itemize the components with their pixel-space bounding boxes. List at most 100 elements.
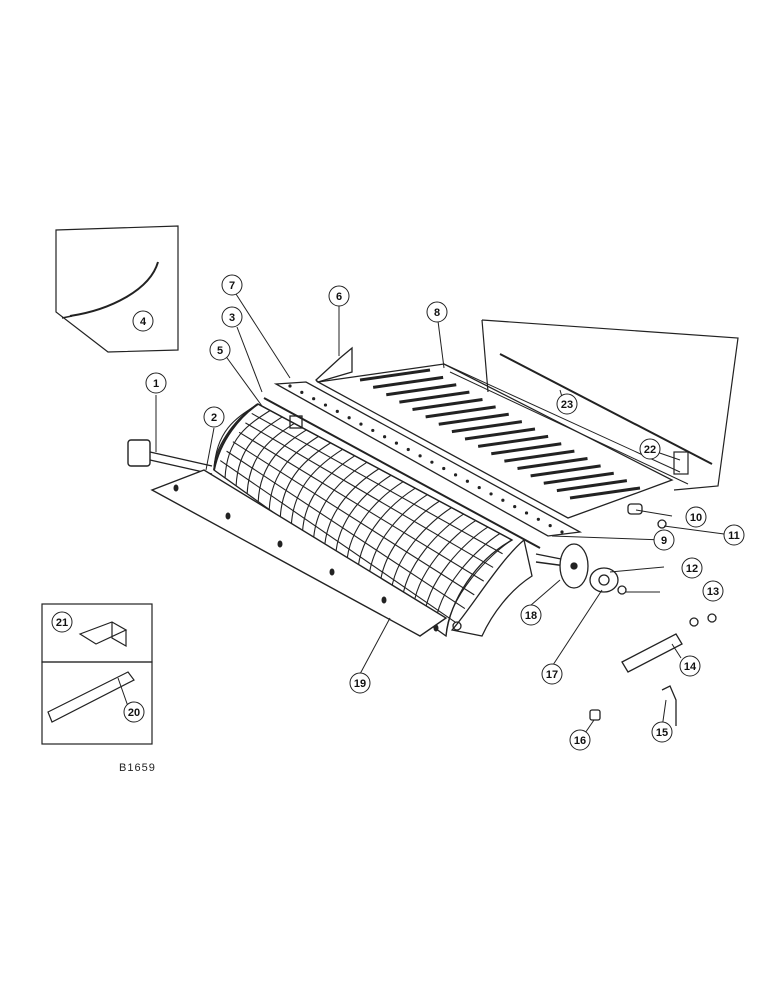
callout-21: 21 — [51, 611, 73, 633]
grate-bar — [368, 494, 428, 581]
plate-hole — [381, 596, 387, 604]
bar-hole — [465, 479, 469, 483]
slat — [425, 405, 496, 419]
grate-bar — [312, 461, 368, 542]
callout-16: 16 — [569, 729, 591, 751]
svg-text:3: 3 — [229, 312, 235, 324]
callout-5: 5 — [209, 339, 231, 361]
grate-bar — [290, 448, 343, 526]
slat — [517, 457, 588, 470]
callout-22: 22 — [639, 438, 661, 460]
bar-hole — [383, 435, 387, 439]
bar-hole — [418, 454, 422, 458]
svg-text:14: 14 — [684, 661, 697, 673]
callout-18: 18 — [520, 604, 542, 626]
svg-text:15: 15 — [656, 727, 668, 739]
bar-hole — [548, 524, 552, 528]
grate-bar — [346, 481, 404, 565]
shaft-1 — [127, 439, 567, 567]
bar-hole — [406, 447, 410, 452]
callout-11: 11 — [723, 524, 745, 546]
slat — [464, 427, 536, 441]
slat — [359, 368, 431, 382]
drawing-code: B1659 — [119, 762, 156, 774]
callout-1: 1 — [145, 372, 167, 394]
plate-hole — [277, 540, 283, 548]
callout-23: 23 — [556, 393, 578, 415]
callout-7: 7 — [221, 274, 243, 296]
plate-hole — [329, 568, 335, 576]
bar-hole — [430, 460, 434, 464]
callout-17: 17 — [541, 663, 563, 685]
angle-strip-6 — [315, 346, 353, 383]
plate-hole — [173, 484, 179, 492]
callout-6: 6 — [328, 285, 350, 307]
callout-4: 4 — [132, 310, 154, 332]
svg-text:4: 4 — [140, 316, 147, 328]
grate-bar — [401, 513, 464, 605]
panel-outline — [481, 319, 739, 491]
front-plate-19 — [150, 469, 448, 637]
callout-19: 19 — [349, 672, 371, 694]
grate-bar — [334, 474, 392, 557]
bar-hole — [394, 441, 399, 445]
grate-wire — [251, 412, 503, 555]
bar-hole — [524, 511, 529, 515]
slat — [504, 449, 575, 463]
grate-wire — [238, 431, 485, 582]
grate-bar — [224, 410, 271, 478]
bar-hole — [371, 428, 375, 433]
svg-text:23: 23 — [561, 399, 573, 411]
grate-bar — [301, 455, 356, 534]
grate-bar — [279, 442, 331, 518]
svg-text:7: 7 — [229, 280, 235, 292]
callout-2: 2 — [203, 406, 225, 428]
slat — [530, 464, 601, 478]
bar-hole — [536, 517, 540, 521]
bar-hole — [347, 416, 351, 420]
grate-bar — [379, 500, 440, 589]
svg-text:12: 12 — [686, 563, 698, 575]
callout-12: 12 — [681, 557, 703, 579]
bar-hole — [489, 492, 493, 496]
slat — [438, 412, 509, 426]
plate-hole — [225, 512, 231, 520]
svg-text:21: 21 — [56, 617, 68, 629]
slat — [399, 390, 470, 404]
svg-text:1: 1 — [153, 378, 159, 390]
callout-10: 10 — [685, 506, 707, 528]
concave-grate-2 — [213, 403, 533, 638]
hardware-parts — [559, 503, 717, 726]
bar-hole — [300, 390, 304, 394]
grate-bar — [445, 539, 513, 637]
callout-14: 14 — [679, 655, 701, 677]
svg-text:8: 8 — [434, 307, 440, 319]
bar-hole — [323, 403, 328, 407]
grate-wire — [232, 441, 475, 596]
grate-bar — [412, 520, 477, 613]
bar-hole — [560, 530, 564, 534]
callout-8: 8 — [426, 301, 448, 323]
bar-hole — [453, 473, 458, 477]
slat — [569, 486, 641, 500]
bar-hole — [288, 384, 292, 388]
grate-bar — [323, 468, 380, 550]
grate-bar — [268, 435, 319, 510]
slat — [412, 398, 483, 411]
grate-wire — [219, 460, 456, 623]
grate-bar — [235, 416, 283, 486]
grate-bar — [246, 422, 295, 494]
svg-text:10: 10 — [690, 512, 702, 524]
bar-hole — [477, 485, 481, 490]
grate-bar — [357, 487, 416, 573]
grate-bar — [213, 403, 259, 471]
grate-bar — [390, 507, 452, 597]
slat — [372, 375, 444, 389]
svg-text:18: 18 — [525, 610, 537, 622]
slat — [386, 383, 457, 397]
bar-hole — [501, 498, 505, 502]
inset-parts-20-21 — [41, 603, 153, 745]
plate-hole — [433, 624, 439, 632]
grate-bar — [257, 429, 307, 502]
